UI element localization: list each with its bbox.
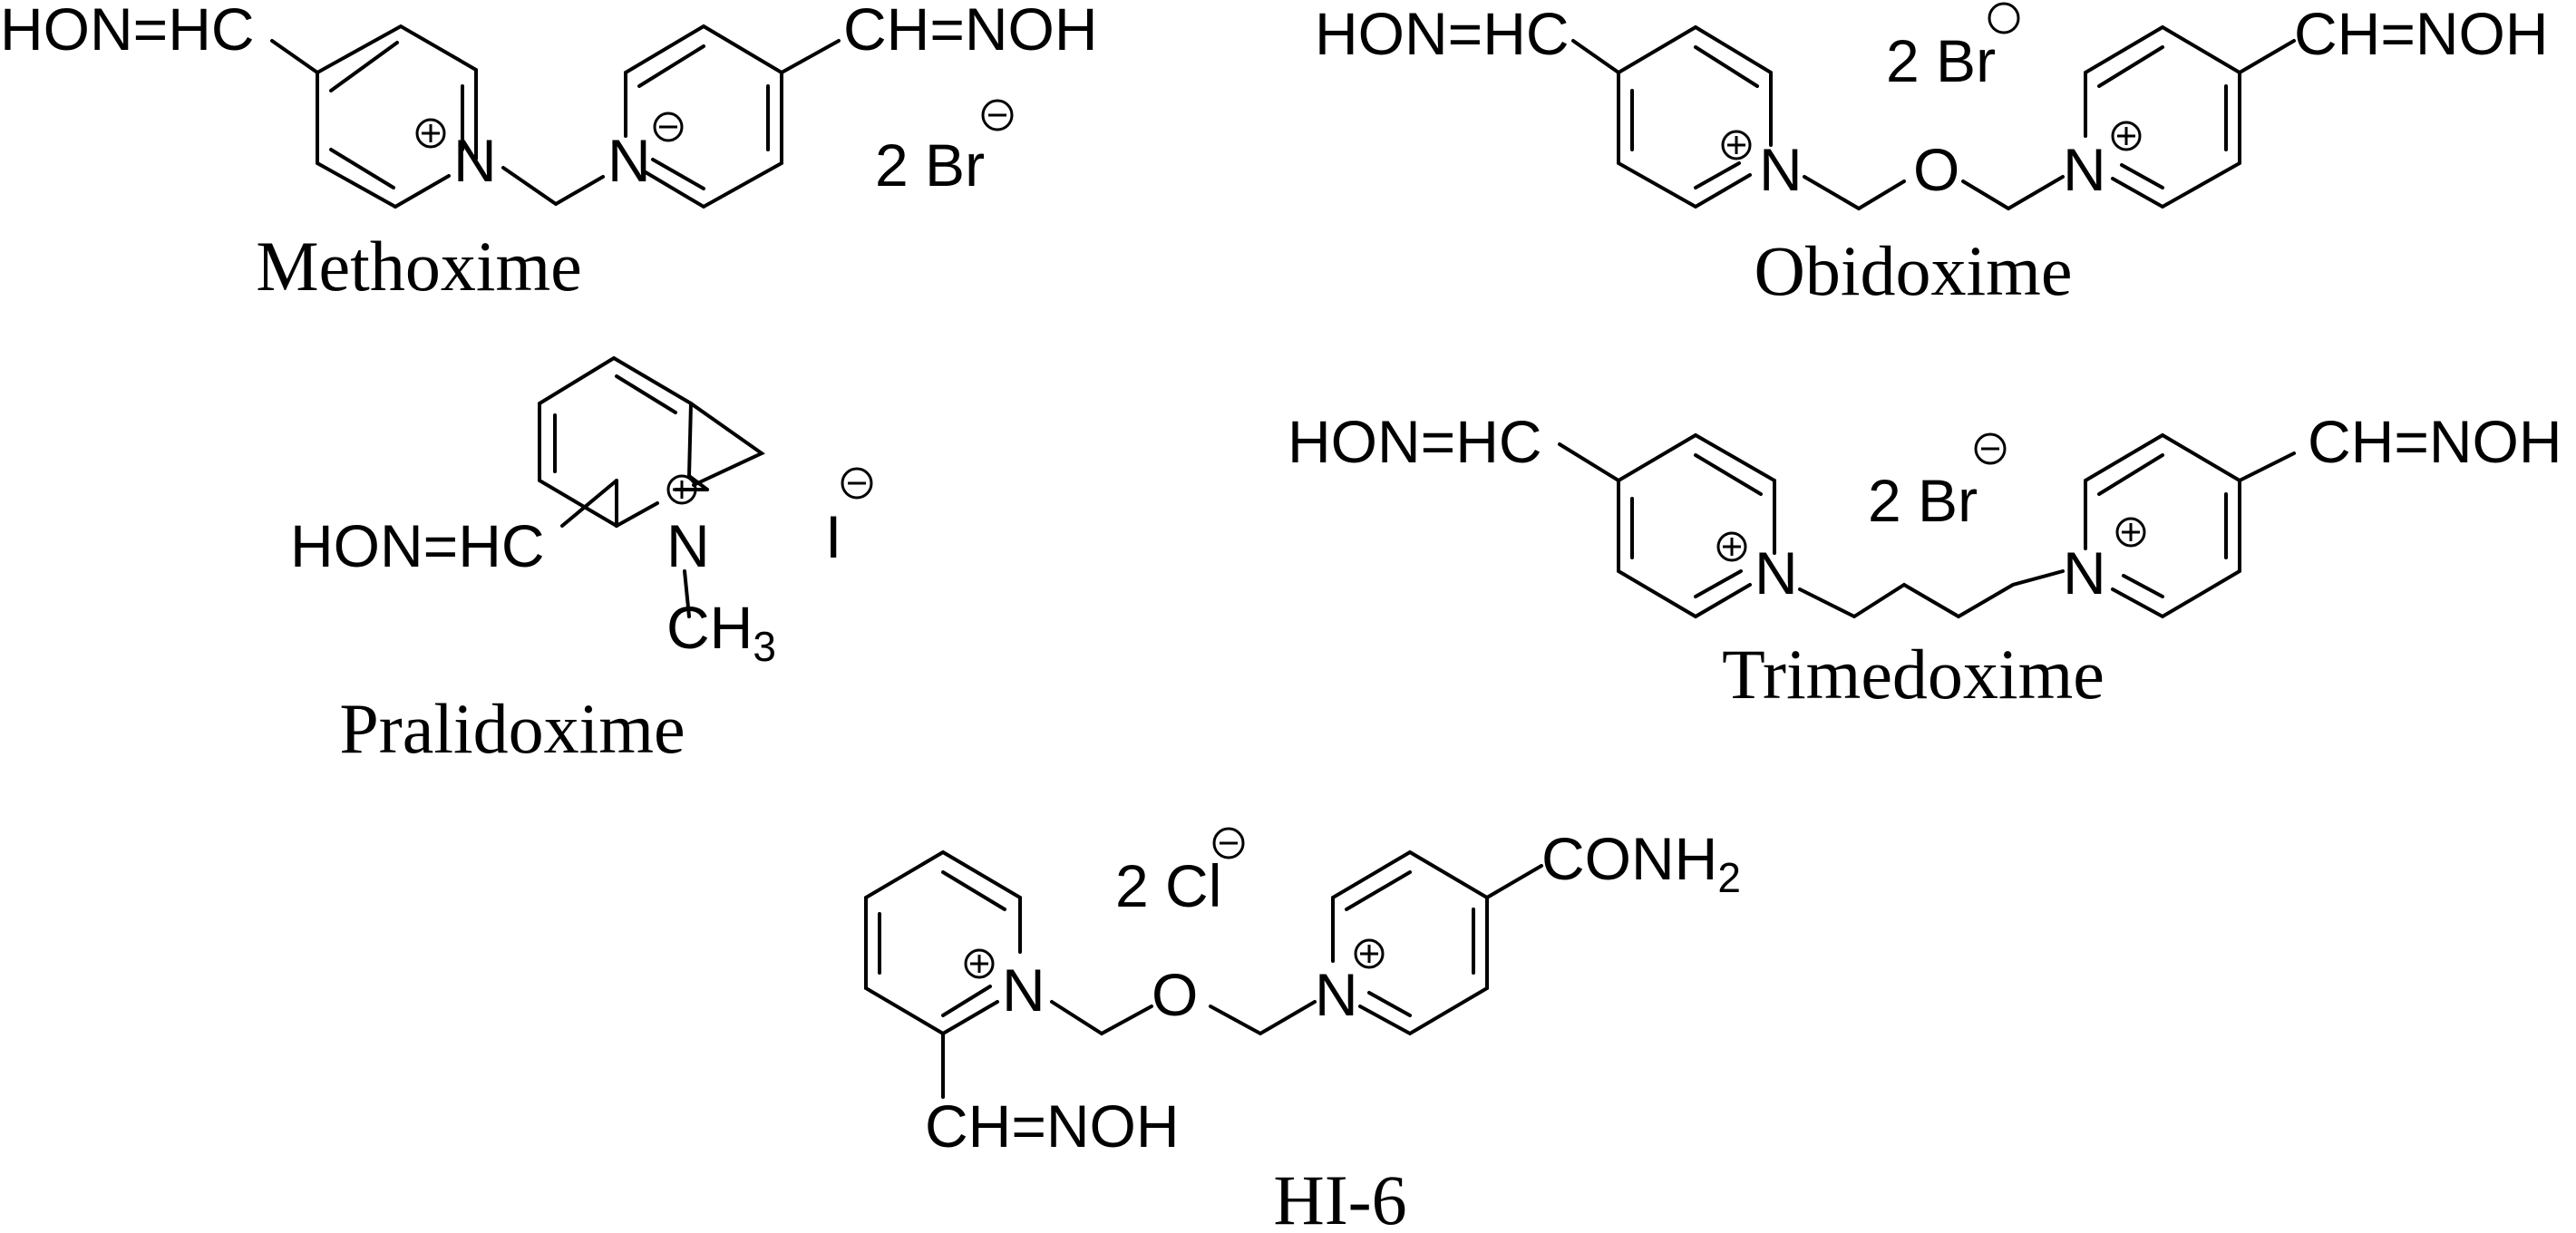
hi6-n1-label: N bbox=[1002, 956, 1045, 1024]
obidoxime-name: Obidoxime bbox=[1755, 231, 2073, 310]
pralidoxime-n-label: N bbox=[666, 512, 710, 579]
obidoxime-n1-label: N bbox=[1759, 136, 1803, 203]
trimedoxime-n1-positive-charge bbox=[1716, 531, 1747, 562]
trimedoxime-counterion-charge bbox=[1974, 432, 2007, 465]
obidoxime-oxygen-label: O bbox=[1913, 136, 1959, 203]
pralidoxime-methyl-label: CH3 bbox=[666, 594, 776, 670]
methoxime-n1-label: N bbox=[453, 127, 497, 194]
methoxime-structure: HON=HC CH=NOH N N 2 Br Methoxime bbox=[0, 0, 1098, 306]
pralidoxime-pyridinium-ring bbox=[538, 355, 709, 528]
pralidoxime-structure: HON=HC N CH3 I Pralidoxime bbox=[290, 355, 873, 768]
pralidoxime-name: Pralidoxime bbox=[339, 689, 685, 768]
methoxime-n2-label: N bbox=[608, 127, 651, 194]
hi6-n2-label: N bbox=[1315, 961, 1358, 1028]
trimedoxime-right-pyridinium-ring bbox=[2084, 432, 2241, 619]
trimedoxime-n2-positive-charge bbox=[2115, 517, 2146, 548]
obidoxime-left-pyridinium-ring bbox=[1617, 24, 1773, 209]
hi6-oxygen-label: O bbox=[1152, 961, 1198, 1028]
hi6-amide-label: CONH2 bbox=[1541, 825, 1741, 901]
trimedoxime-left-oxime-label: HON=HC bbox=[1288, 408, 1542, 475]
obidoxime-right-oxime-label: CH=NOH bbox=[2294, 0, 2549, 67]
obidoxime-n2-label: N bbox=[2063, 136, 2106, 203]
hi6-pyridine-oxime-ring bbox=[864, 850, 1022, 1036]
obidoxime-counterion: 2 Br bbox=[1886, 27, 1996, 94]
trimedoxime-left-pyridinium-ring bbox=[1617, 432, 1776, 619]
obidoxime-left-oxime-label: HON=HC bbox=[1315, 0, 1570, 67]
obidoxime-structure: HON=HC CH=NOH 2 Br N O N Obidoxime bbox=[1315, 0, 2549, 310]
methoxime-left-pyridinium-ring bbox=[316, 24, 478, 209]
obidoxime-right-pyridinium-ring bbox=[2084, 24, 2241, 209]
methoxime-name: Methoxime bbox=[256, 227, 582, 306]
methoxime-right-oxime-label: CH=NOH bbox=[843, 0, 1098, 63]
obidoxime-n2-positive-charge bbox=[2111, 121, 2142, 151]
methoxime-counterion-charge bbox=[981, 99, 1014, 131]
trimedoxime-right-oxime-label: CH=NOH bbox=[2308, 408, 2562, 475]
trimedoxime-n1-label: N bbox=[1755, 539, 1798, 607]
pralidoxime-oxime-label: HON=HC bbox=[290, 512, 545, 579]
pralidoxime-counterion-charge bbox=[841, 467, 873, 500]
hi6-counterion: 2 Cl bbox=[1115, 852, 1221, 919]
trimedoxime-name: Trimedoxime bbox=[1722, 635, 2105, 714]
hi6-name: HI-6 bbox=[1273, 1160, 1406, 1233]
obidoxime-counterion-charge bbox=[1988, 2, 2020, 34]
obidoxime-n1-positive-charge bbox=[1721, 130, 1752, 160]
hi6-n2-positive-charge bbox=[1354, 938, 1385, 969]
trimedoxime-counterion: 2 Br bbox=[1868, 467, 1978, 534]
methoxime-counterion: 2 Br bbox=[875, 131, 985, 199]
pralidoxime-n-positive-charge bbox=[666, 474, 697, 505]
hi6-oxime-label: CH=NOH bbox=[925, 1092, 1180, 1160]
hi6-n1-positive-charge bbox=[964, 948, 995, 979]
trimedoxime-structure: HON=HC CH=NOH 2 Br N N Trimedoxime bbox=[1288, 408, 2562, 714]
pralidoxime-counterion: I bbox=[825, 503, 841, 570]
methoxime-left-oxime-label: HON=HC bbox=[0, 0, 255, 63]
hi6-structure: 2 Cl CONH2 N O N CH=NOH HI-6 bbox=[864, 825, 1741, 1233]
trimedoxime-n2-label: N bbox=[2063, 539, 2106, 607]
methoxime-n2-negative-charge bbox=[653, 112, 684, 142]
hi6-counterion-charge bbox=[1212, 827, 1245, 859]
methoxime-n1-positive-charge bbox=[415, 118, 446, 149]
